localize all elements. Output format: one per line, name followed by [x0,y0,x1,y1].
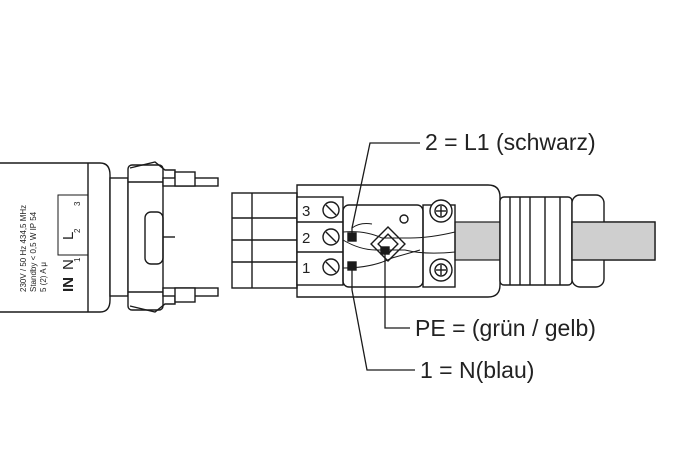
receiver-device [0,161,219,313]
leader-pe [384,250,410,329]
callout-n: 1 = N(blau) [420,357,534,383]
plug-connector [231,184,656,298]
callout-leaders [351,142,420,371]
in-label: IN [60,277,77,292]
spec-line-1: 230V / 50 Hz 434,5 MHz [19,205,28,292]
plug-terminal-2: 2 [302,230,310,247]
callout-l1: 2 = L1 (schwarz) [425,129,596,155]
callout-pe: PE = (grün / gelb) [415,315,596,341]
terminal-number-1: 1 [73,257,82,262]
leader-l1 [351,142,420,234]
leader-n [351,268,415,371]
spec-line-3: 5 (2) A μ [39,262,48,292]
plug-terminal-1: 1 [302,260,310,277]
plug-terminal-numbers: 3 2 1 [302,203,310,277]
spec-line-2: Standby < 0,5 W IP 54 [29,211,38,292]
terminal-number-2: 2 [73,228,82,233]
terminal-number-3: 3 [73,201,82,206]
terminal-letter-n: N [60,259,77,270]
plug-terminal-3: 3 [302,203,310,220]
terminal-letter-l: L [60,232,77,240]
device-label-text: 230V / 50 Hz 434,5 MHz Standby < 0,5 W I… [19,201,82,292]
